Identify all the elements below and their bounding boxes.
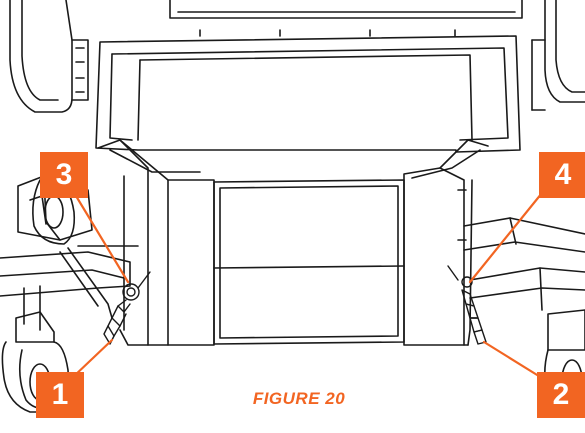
leader-2 (482, 340, 544, 380)
back-plate (95, 35, 521, 153)
callout-label-1: 1 (36, 372, 84, 418)
top-panel (169, 0, 523, 37)
left-ring-connector (122, 283, 140, 301)
right-mount-arm (403, 139, 489, 346)
left-side-bracket (9, 0, 89, 113)
left-mount-arm (97, 139, 215, 346)
center-cushion (213, 179, 405, 345)
leader-3 (68, 184, 130, 284)
leader-4 (468, 186, 548, 284)
callout-leaders (68, 184, 548, 380)
right-base-frame (463, 217, 585, 311)
figure-caption: FIGURE 20 (252, 389, 346, 408)
leader-1 (70, 338, 114, 380)
right-ring-connector (461, 276, 473, 288)
callout-label-4: 4 (539, 152, 585, 198)
left-connector-assembly (103, 271, 151, 345)
callout-label-2: 2 (537, 372, 585, 418)
callout-label-3: 3 (40, 152, 88, 198)
right-side-bracket (531, 0, 585, 111)
left-base-frame (0, 175, 139, 331)
